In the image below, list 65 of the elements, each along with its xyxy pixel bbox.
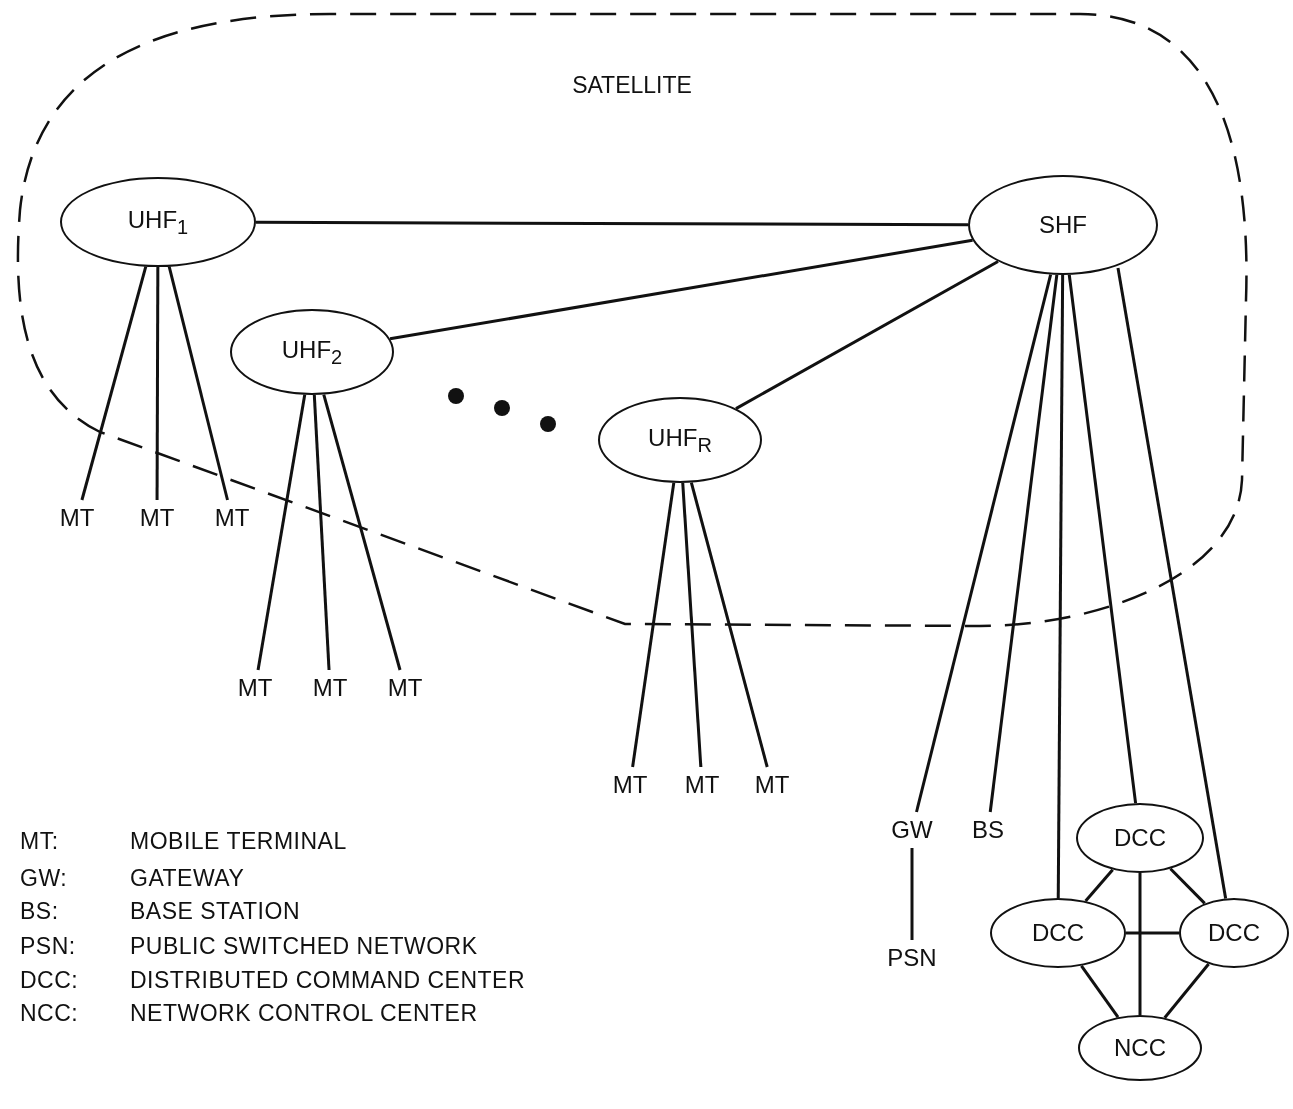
abbreviation: BS: xyxy=(20,898,59,925)
connector-line xyxy=(80,266,148,501)
connector-line xyxy=(1084,868,1114,902)
abbreviation-meaning: GATEWAY xyxy=(130,865,245,892)
node-ellipse xyxy=(60,177,256,267)
abbreviation: MT: xyxy=(20,828,59,855)
node-ellipse xyxy=(1179,898,1289,968)
node-label: UHF$_{R}$ xyxy=(648,423,712,457)
node-label: DCC xyxy=(1114,824,1166,852)
terminal-label: MT xyxy=(231,673,279,703)
connector-line xyxy=(681,482,703,768)
node-label: DCC xyxy=(1032,919,1084,947)
node-label: UHF$_{2}$ xyxy=(281,335,343,369)
node-ellipse xyxy=(990,898,1126,968)
node-label: NCC xyxy=(1114,1034,1166,1062)
connector-line xyxy=(1138,873,1142,1015)
connector-line xyxy=(735,260,999,410)
connector-line xyxy=(322,394,402,671)
terminal-label: MT xyxy=(306,673,354,703)
node-label: DCC xyxy=(1208,919,1260,947)
terminal-label: MT xyxy=(748,770,796,800)
node-ellipse xyxy=(1078,1015,1202,1081)
connector-line xyxy=(312,394,331,671)
node-ellipse xyxy=(1076,803,1204,873)
connector-line xyxy=(988,274,1059,813)
region-title: SATELLITE xyxy=(571,72,693,99)
terminal-label: BS xyxy=(964,815,1012,845)
abbreviation: GW: xyxy=(20,865,68,892)
terminal-label: MT xyxy=(678,770,726,800)
abbreviation-meaning: MOBILE TERMINAL xyxy=(130,828,347,855)
terminal-label: MT xyxy=(606,770,654,800)
connector-line xyxy=(256,394,307,671)
abbreviation: PSN: xyxy=(20,933,76,960)
connector-line xyxy=(155,267,160,500)
abbreviation-meaning: BASE STATION xyxy=(130,898,300,925)
connector-line xyxy=(1080,965,1120,1018)
connector-line xyxy=(1126,931,1179,935)
terminal-label: PSN xyxy=(888,943,936,973)
node-label: SHF xyxy=(1039,211,1087,239)
connector-line xyxy=(1067,274,1138,804)
terminal-label: MT xyxy=(381,673,429,703)
terminal-label: GW xyxy=(888,815,936,845)
terminal-label: MT xyxy=(133,503,181,533)
node-label: UHF$_{1}$ xyxy=(127,205,189,239)
node-ellipse xyxy=(230,309,394,395)
connector-line xyxy=(167,266,229,501)
connector-line xyxy=(915,274,1053,813)
connector-line xyxy=(689,482,769,768)
connector-line xyxy=(910,848,914,940)
connector-line xyxy=(256,220,968,227)
abbreviation: NCC: xyxy=(20,1000,79,1027)
node-ellipse xyxy=(598,397,762,483)
connector-line xyxy=(389,238,973,341)
terminal-label: MT xyxy=(208,503,256,533)
node-ellipse xyxy=(968,175,1158,275)
abbreviation-meaning: DISTRIBUTED COMMAND CENTER xyxy=(130,967,526,994)
connector-line xyxy=(1163,963,1210,1019)
connector-line xyxy=(631,482,676,768)
abbreviation: DCC: xyxy=(20,967,79,994)
connector-line xyxy=(1116,267,1228,899)
abbreviation-meaning: NETWORK CONTROL CENTER xyxy=(130,1000,478,1027)
abbreviation-meaning: PUBLIC SWITCHED NETWORK xyxy=(130,933,478,960)
connector-line xyxy=(1169,867,1206,905)
terminal-label: MT xyxy=(53,503,101,533)
connector-line xyxy=(1056,275,1065,898)
